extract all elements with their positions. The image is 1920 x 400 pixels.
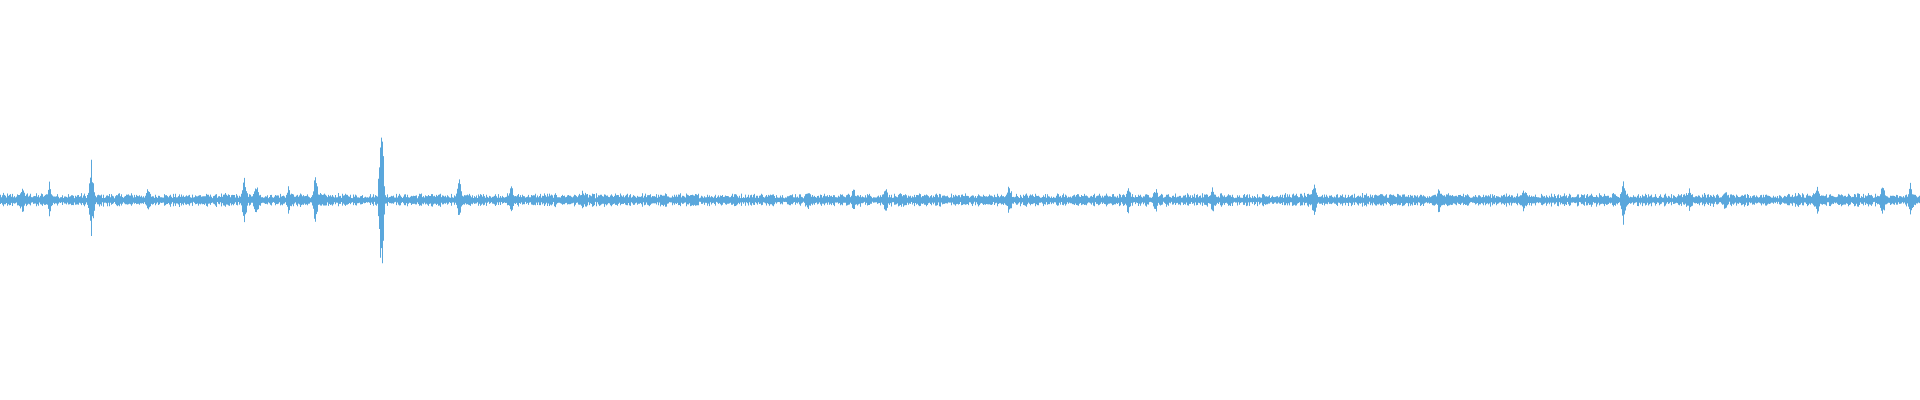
waveform-samples [0,137,1920,264]
